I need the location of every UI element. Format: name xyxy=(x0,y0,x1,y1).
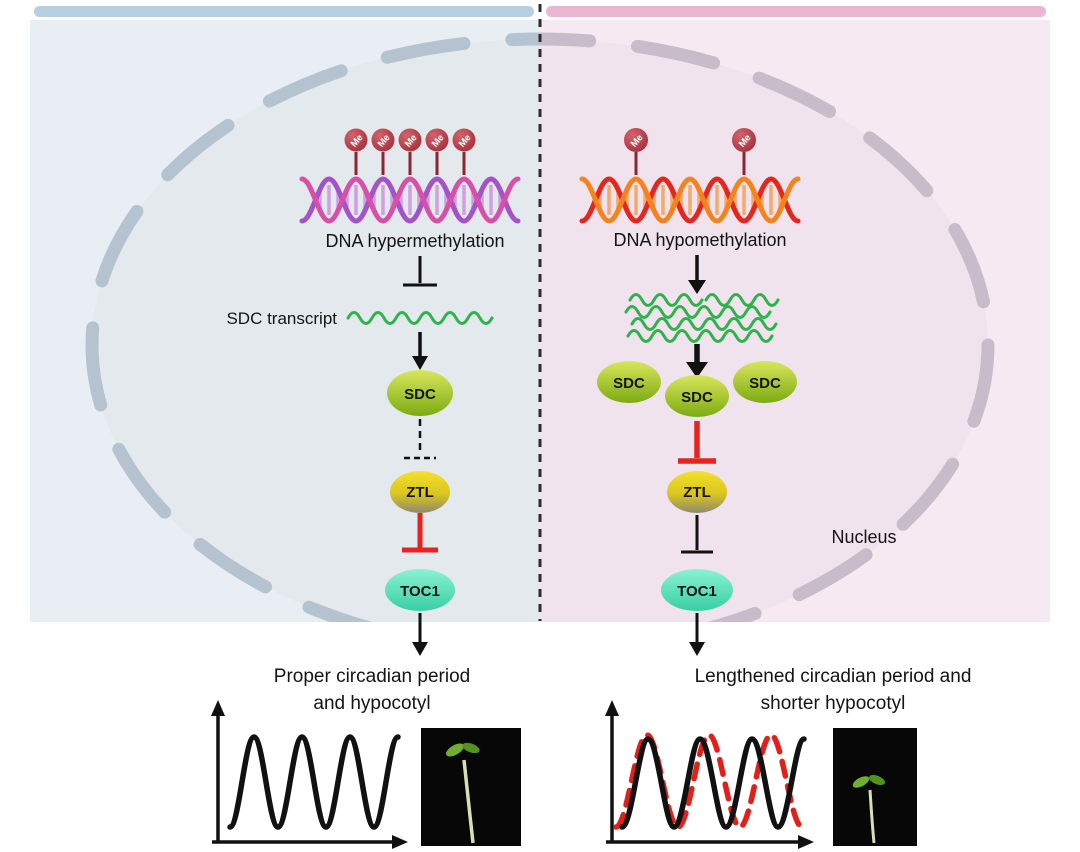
arrow-out-right xyxy=(689,613,705,656)
arrow-to-transcripts-right xyxy=(688,255,706,294)
cotyledon-leaf xyxy=(446,743,464,757)
normal-rhythm-wave xyxy=(619,736,807,830)
left-outcome: Proper circadian period and hypocotyl xyxy=(211,666,521,849)
inhibition-tbar-red-left xyxy=(402,513,438,553)
inhibition-tbar-left-top xyxy=(403,256,437,287)
arrow-head xyxy=(688,280,706,294)
nuclear-membrane-left xyxy=(85,32,540,622)
sdc-label: SDC xyxy=(613,375,645,392)
dna-helix-hypomethylated xyxy=(579,176,801,224)
left-outcome-line2: and hypocotyl xyxy=(313,693,430,714)
transcript-wave xyxy=(704,293,780,307)
left-outcome-line1: Proper circadian period xyxy=(274,666,470,687)
transcript-wave xyxy=(626,329,774,343)
right-seedling-photo xyxy=(833,728,917,846)
arrow-to-sdc-left xyxy=(412,332,428,370)
dna-strand-orange xyxy=(579,176,801,224)
dna-rungs-left xyxy=(318,185,502,215)
sdc-label: SDC xyxy=(749,375,781,392)
dna-strand-magenta xyxy=(299,176,521,224)
ztl-oval xyxy=(667,471,727,513)
arrow-head xyxy=(689,642,705,656)
normal-rhythm-wave xyxy=(227,734,401,830)
dna-rungs-right xyxy=(598,185,782,215)
transcript-waves-multiple xyxy=(624,293,780,343)
y-axis-arrow xyxy=(605,700,619,716)
sdc-protein-left: SDC xyxy=(387,370,453,416)
y-axis-arrow xyxy=(211,700,225,716)
sdc-transcript-label: SDC transcript xyxy=(226,309,337,328)
hypocotyl-stem-short xyxy=(868,789,876,844)
transcript-wave xyxy=(628,293,704,307)
methyl-mark-icon xyxy=(732,128,756,152)
sdc-label: SDC xyxy=(681,389,713,406)
toc1-label: TOC1 xyxy=(400,583,440,600)
right-outcome: Lengthened circadian period and shorter … xyxy=(605,666,971,849)
methyl-stems xyxy=(354,152,466,175)
hypocotyl-stem xyxy=(462,759,475,844)
dna-hypermethylation-label: DNA hypermethylation xyxy=(325,231,504,251)
right-outcome-line2: shorter hypocotyl xyxy=(761,693,906,714)
methyl-marks-left: Me Me Me Me Me xyxy=(344,128,476,175)
x-axis-arrow xyxy=(798,835,814,849)
toc1-oval xyxy=(661,569,733,611)
toc1-protein-left: TOC1 xyxy=(385,569,455,611)
ztl-label: ZTL xyxy=(406,484,434,501)
cotyledon-leaf xyxy=(852,776,870,788)
sdc-oval xyxy=(665,375,729,417)
ztl-label: ZTL xyxy=(683,484,711,501)
right-pathway: Me Me DNA hypomethylation SDC SDC xyxy=(579,128,801,656)
methyl-mark-icon xyxy=(624,128,648,152)
dna-helix-hypermethylated xyxy=(299,176,521,224)
ztl-oval xyxy=(390,471,450,513)
dna-strand-purple xyxy=(299,176,521,224)
nucleus-label: Nucleus xyxy=(831,527,896,547)
right-outcome-line1: Lengthened circadian period and xyxy=(695,666,972,687)
dna-strand-red xyxy=(579,176,801,224)
toc1-protein-right: TOC1 xyxy=(661,569,733,611)
methyl-mark-icon xyxy=(371,128,395,152)
inhibition-tbar-red-right xyxy=(678,421,716,464)
sdc-proteins-right: SDC SDC SDC xyxy=(597,361,797,417)
inhibition-tbar-dashed-left xyxy=(404,419,436,460)
arrow-out-left xyxy=(412,613,428,656)
inhibition-tbar-black-right xyxy=(681,515,713,554)
cotyledon-leaf xyxy=(868,774,886,786)
bold-arrow-to-sdc-right xyxy=(686,344,708,378)
x-axis-arrow xyxy=(392,835,408,849)
photo-frame xyxy=(833,728,917,846)
methyl-stems xyxy=(634,152,746,175)
methyl-mark-icon xyxy=(452,128,476,152)
sdc-oval xyxy=(733,361,797,403)
methyl-mark-icon xyxy=(344,128,368,152)
methyl-marks-right: Me Me xyxy=(624,128,756,175)
right-circadian-graph xyxy=(605,700,814,849)
nucleus-interior-right xyxy=(540,39,988,622)
ztl-protein-right: ZTL xyxy=(667,471,727,513)
cotyledon-leaf xyxy=(462,742,480,754)
toc1-oval xyxy=(385,569,455,611)
arrow-head xyxy=(412,356,428,370)
lengthened-rhythm-wave-red-dashed xyxy=(613,732,805,830)
left-seedling-photo xyxy=(421,728,521,846)
toc1-label: TOC1 xyxy=(677,583,717,600)
ztl-protein-left: ZTL xyxy=(390,471,450,513)
sdc-oval xyxy=(597,361,661,403)
transcript-wave-single xyxy=(346,311,494,325)
arrow-head xyxy=(412,642,428,656)
transcript-wave xyxy=(630,317,778,331)
sdc-label: SDC xyxy=(404,386,436,403)
left-top-bar xyxy=(34,6,534,17)
sdc-oval xyxy=(387,370,453,416)
methyl-mark-icon xyxy=(398,128,422,152)
right-top-bar xyxy=(546,6,1046,17)
dna-hypomethylation-label: DNA hypomethylation xyxy=(613,230,786,250)
methyl-mark-icon xyxy=(425,128,449,152)
arrow-head xyxy=(686,362,708,378)
nuclear-membrane-right xyxy=(540,32,995,622)
transcript-wave xyxy=(624,305,772,319)
left-pathway: Me Me Me Me Me DNA hypermethylation SDC … xyxy=(226,128,521,656)
left-circadian-graph xyxy=(211,700,408,849)
